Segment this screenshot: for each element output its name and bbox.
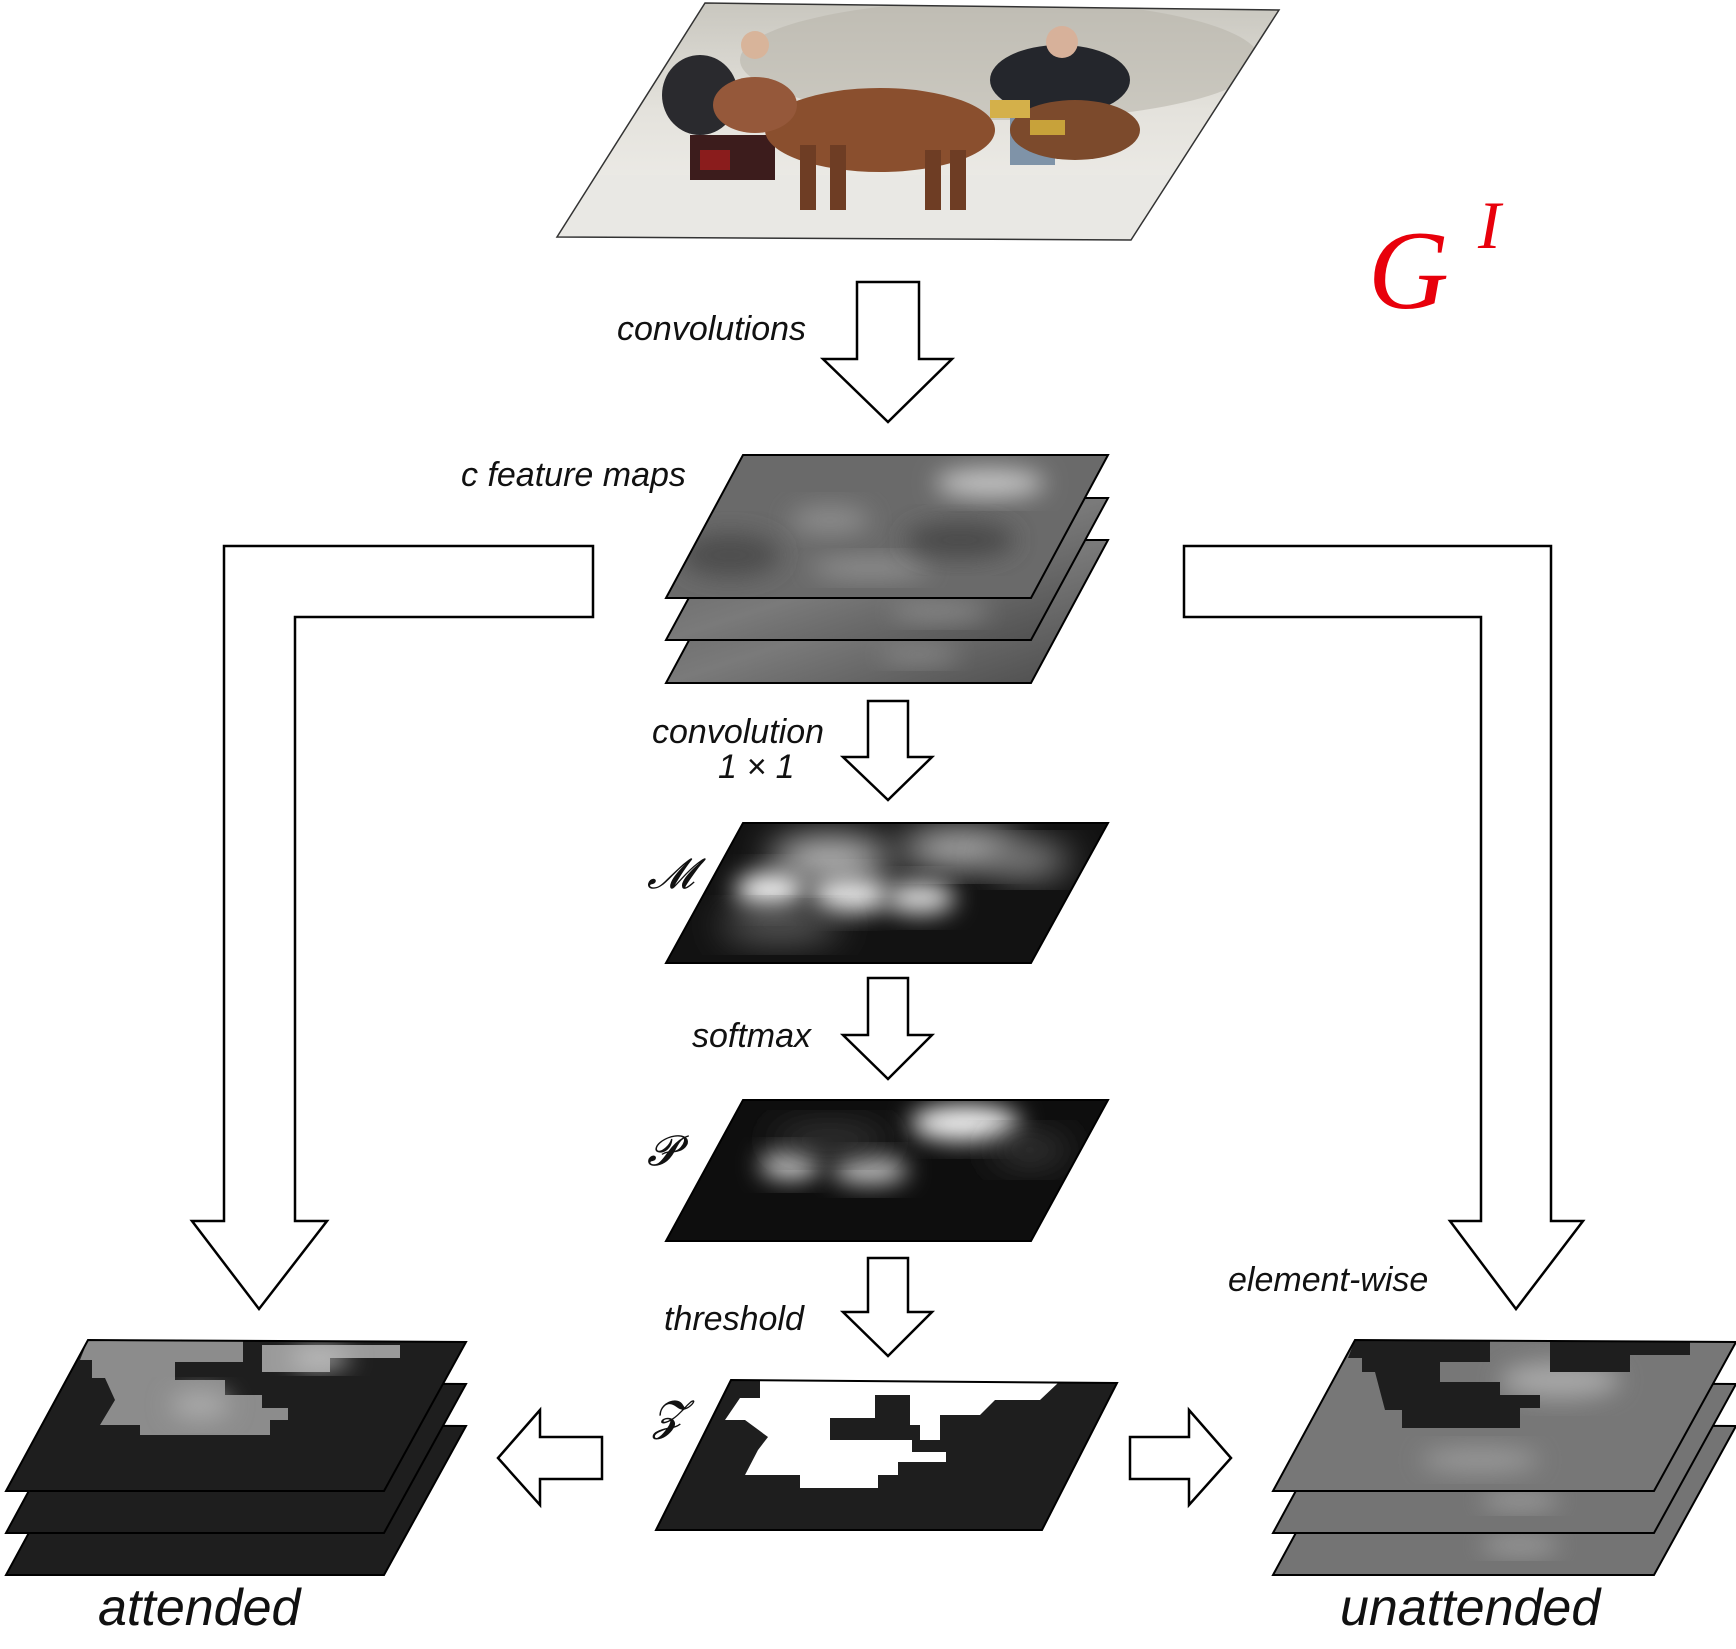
map-P [664, 1099, 1110, 1242]
attended-stack [4, 1338, 468, 1576]
right-bypass-arrow [1182, 544, 1586, 1312]
left-bypass-arrow [189, 544, 595, 1312]
attended-label: attended [98, 1579, 302, 1637]
title-main-letter: G [1368, 209, 1449, 333]
unattended-label: unattended [1340, 1579, 1602, 1637]
feature-maps-stack [664, 454, 1110, 684]
element-wise-label: element-wise [1228, 1261, 1428, 1299]
softmax-label: softmax [692, 1017, 812, 1055]
conv1x1-size-label: 1 × 1 [718, 748, 795, 786]
input-image [555, 2, 1281, 241]
softmax-arrow [839, 976, 936, 1081]
threshold-label: threshold [664, 1300, 805, 1338]
feature-maps-label: c feature maps [461, 456, 686, 494]
M-symbol: 𝓜 [647, 849, 706, 898]
title-symbol: G I [1368, 187, 1504, 333]
mask-Z [654, 1378, 1119, 1531]
convolutions-arrow [819, 280, 956, 424]
unattended-stack [1271, 1338, 1736, 1576]
to-attended-arrow [496, 1406, 604, 1509]
title-superscript: I [1477, 187, 1504, 263]
convolutions-label: convolutions [617, 310, 806, 348]
threshold-arrow [839, 1256, 936, 1358]
map-M [664, 822, 1110, 964]
Z-symbol: 𝓩 [652, 1391, 695, 1440]
conv1x1-label: convolution [652, 713, 824, 751]
to-unattended-arrow [1128, 1406, 1233, 1509]
conv1x1-arrow [839, 699, 936, 802]
P-symbol: 𝓟 [647, 1126, 689, 1175]
